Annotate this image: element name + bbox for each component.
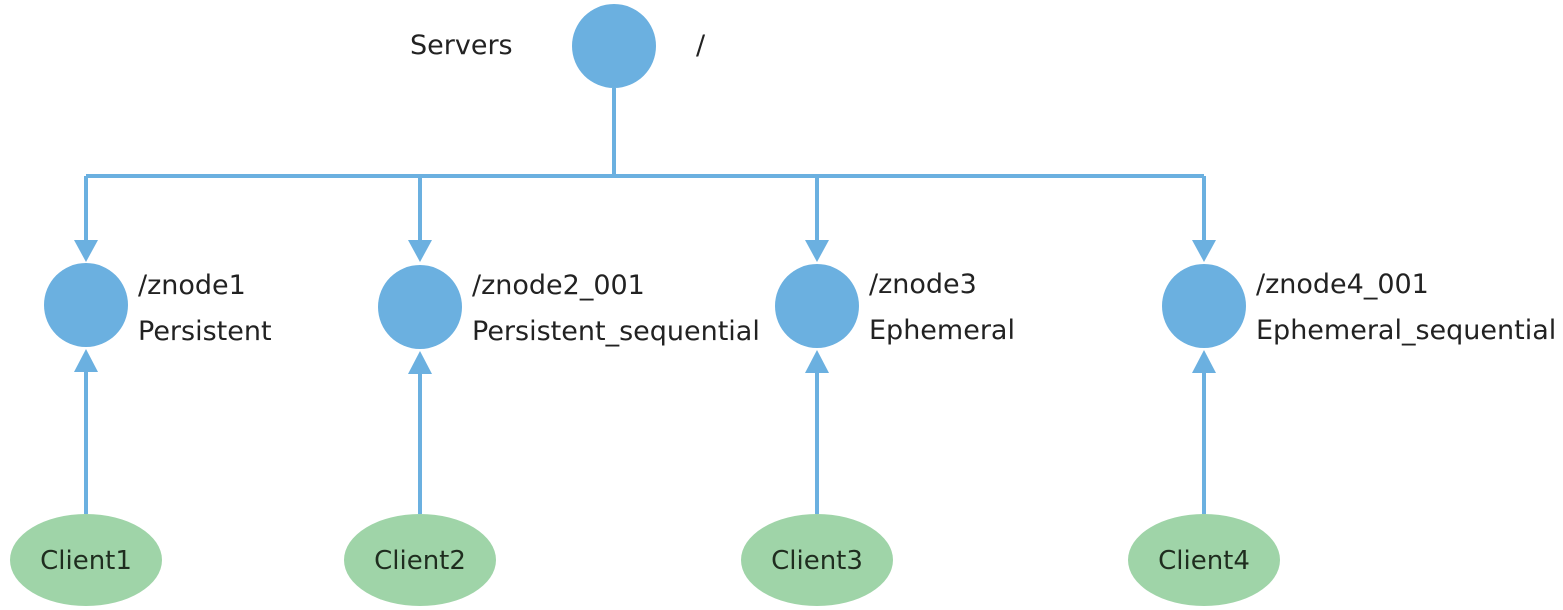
znode1-node	[44, 263, 128, 347]
znode3-type-label: Ephemeral	[869, 315, 1015, 346]
root-path-label: /	[696, 30, 706, 61]
arrowhead-from-client2	[408, 351, 432, 374]
znode-branch-3: /znode3 Ephemeral Client3	[741, 176, 1015, 606]
root-node	[572, 4, 656, 88]
znode4-path-label: /znode4_001	[1256, 269, 1429, 300]
znode1-path-label: /znode1	[138, 270, 246, 301]
znode4-node	[1162, 264, 1246, 348]
client3-label: Client3	[771, 546, 863, 576]
arrowhead-to-znode1	[74, 240, 98, 262]
znode2-type-label: Persistent_sequential	[472, 316, 760, 347]
znode4-type-label: Ephemeral_sequential	[1256, 315, 1556, 346]
znode2-node	[378, 265, 462, 349]
client1-node	[10, 514, 162, 606]
client4-node	[1128, 514, 1280, 606]
arrowhead-to-znode2	[408, 240, 432, 262]
znode-branch-2: /znode2_001 Persistent_sequential Client…	[344, 176, 760, 606]
znode1-type-label: Persistent	[138, 316, 272, 347]
znode3-node	[775, 264, 859, 348]
znode3-path-label: /znode3	[869, 269, 977, 300]
client4-label: Client4	[1158, 546, 1250, 576]
arrowhead-to-znode4	[1192, 240, 1216, 262]
client3-node	[741, 514, 893, 606]
client1-label: Client1	[40, 546, 132, 576]
arrowhead-from-client3	[805, 350, 829, 373]
arrowhead-from-client4	[1192, 350, 1216, 373]
znode-branch-4: /znode4_001 Ephemeral_sequential Client4	[1128, 176, 1556, 606]
servers-label: Servers	[410, 30, 513, 61]
znode-branch-1: /znode1 Persistent Client1	[10, 176, 272, 606]
client2-label: Client2	[374, 546, 466, 576]
znode2-path-label: /znode2_001	[472, 270, 645, 301]
client2-node	[344, 514, 496, 606]
arrowhead-to-znode3	[805, 240, 829, 262]
arrowhead-from-client1	[74, 349, 98, 372]
